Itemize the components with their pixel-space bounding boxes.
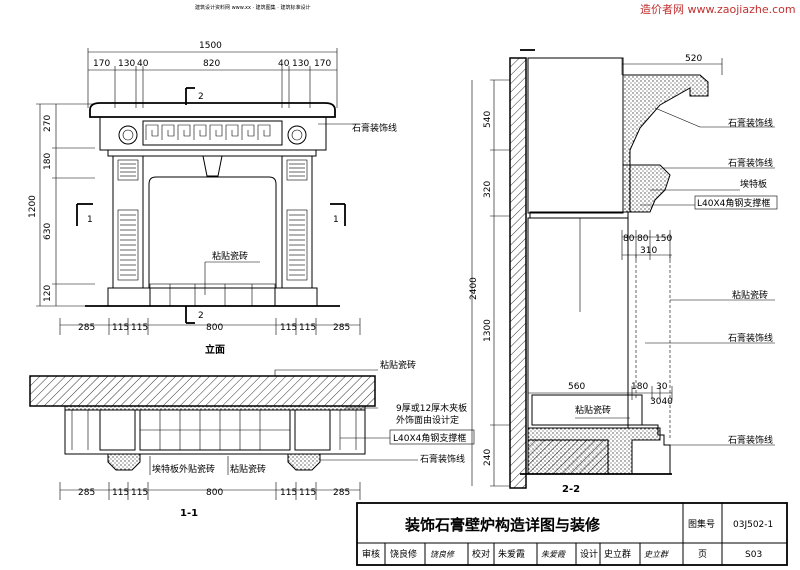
dim-270: 270 [43,115,53,132]
section-2-top: 2 [198,92,204,102]
section-dim-3040: 3040 [650,397,673,407]
watermark: 造价者网 www.zaojiazhe.com [640,2,796,16]
plan-dim-285-left: 285 [78,488,95,498]
section-2-bottom: 2 [198,311,204,321]
dim-1500: 1500 [199,41,222,51]
plan-dim-115-a: 115 [112,488,129,498]
section-dim-150: 150 [655,234,672,244]
plan-view: 粘贴瓷砖 9厚或12厚木夹板 外饰面由设计定 L40X4角钢支撑框 石膏装饰线 … [29,359,475,519]
section-label-2: 石膏装饰线 [728,157,773,169]
section-1-left: 1 [87,215,93,225]
section-dim-540: 540 [483,111,493,128]
section-label-6: 石膏装饰线 [728,332,773,344]
plan-title: 1-1 [180,508,198,519]
drawing-title: 装饰石膏壁炉构造详图与装修 [404,516,601,534]
elev-dim-115-a: 115 [112,323,129,333]
section-dim-240: 240 [483,449,493,466]
elev-dim-285-left: 285 [78,323,95,333]
label-tile: 粘贴瓷砖 [212,250,248,262]
elev-dim-115-c: 115 [280,323,297,333]
section-1-right: 1 [333,215,339,225]
plan-dim-115-c: 115 [280,488,297,498]
checker-signature: 朱爱霞 [541,550,566,559]
elev-dim-115-d: 115 [299,323,316,333]
plan-label-board-tile: 埃特板外贴瓷砖 [152,463,215,475]
plan-dim-115-d: 115 [299,488,316,498]
section-view: 520 540 320 1300 240 2400 80 8 [469,49,778,495]
designer-signature: 史立群 [644,550,670,559]
review-label: 审核 [362,548,380,560]
dim-40-right: 40 [278,59,290,69]
dim-820: 820 [203,59,220,69]
section-dim-30: 30 [656,382,668,392]
design-label: 设计 [580,548,598,560]
section-label-7: 粘贴瓷砖 [575,404,611,416]
elev-dim-285-right: 285 [333,323,350,333]
plan-label-tile-bottom: 粘贴瓷砖 [230,463,266,475]
dim-170-left: 170 [93,59,110,69]
section-dim-80-b: 80 [637,234,649,244]
elevation-view: 1500 170 130 40 820 40 130 170 270 180 6… [28,41,397,356]
atlas-number: 03J502-1 [733,520,773,530]
section-dim-80-a: 80 [623,234,635,244]
header-small-text: 建筑设计资料网 www.xx · 建筑图集 · 建筑标准设计 [195,4,310,11]
label-gypsum: 石膏装饰线 [352,122,397,134]
reviewer-name: 饶良修 [390,548,417,560]
section-label-1: 石膏装饰线 [728,117,773,129]
dim-180: 180 [43,153,53,170]
plan-label-gypsum: 石膏装饰线 [420,453,465,465]
section-label-3: 埃特板 [740,178,767,190]
section-dim-520: 520 [685,54,702,64]
dim-40-left: 40 [137,59,149,69]
section-label-4: L40X4角钢支撑框 [697,197,770,209]
elev-dim-800: 800 [206,323,223,333]
reviewer-signature: 饶良修 [430,550,455,559]
designer-name: 史立群 [604,548,631,560]
section-title: 2-2 [562,484,580,495]
elevation-title: 立面 [205,343,225,356]
plan-label-board: 9厚或12厚木夹板 [396,402,467,414]
plan-label-board2: 外饰面由设计定 [396,414,459,426]
section-dim-560: 560 [568,382,585,392]
page-label: 页 [698,549,707,560]
checker-name: 朱爱霞 [498,548,525,560]
section-dim-2400: 2400 [469,277,479,300]
section-label-8: 石膏装饰线 [728,434,773,446]
title-block: 装饰石膏壁炉构造详图与装修 图集号 03J502-1 审核 饶良修 饶良修 校对… [356,502,788,566]
dim-130-left: 130 [118,59,135,69]
plan-label-tile-top: 粘贴瓷砖 [380,359,416,371]
plan-dim-115-b: 115 [131,488,148,498]
section-dim-310: 310 [640,246,657,256]
dim-130-right: 130 [292,59,309,69]
section-dim-320: 320 [483,181,493,198]
dim-1200: 1200 [28,195,38,218]
plan-dim-285-right: 285 [333,488,350,498]
section-label-5: 粘贴瓷砖 [732,289,768,301]
page-number: S03 [745,550,762,560]
section-dim-180: 180 [631,382,648,392]
section-dim-1300: 1300 [483,319,493,342]
check-label: 校对 [472,548,490,560]
elev-dim-115-b: 115 [131,323,148,333]
dim-120: 120 [43,285,53,302]
plan-dim-800: 800 [206,488,223,498]
dim-170-right: 170 [314,59,331,69]
atlas-label: 图集号 [688,518,715,530]
dim-630: 630 [43,223,53,240]
plan-label-angle: L40X4角钢支撑框 [393,432,466,444]
